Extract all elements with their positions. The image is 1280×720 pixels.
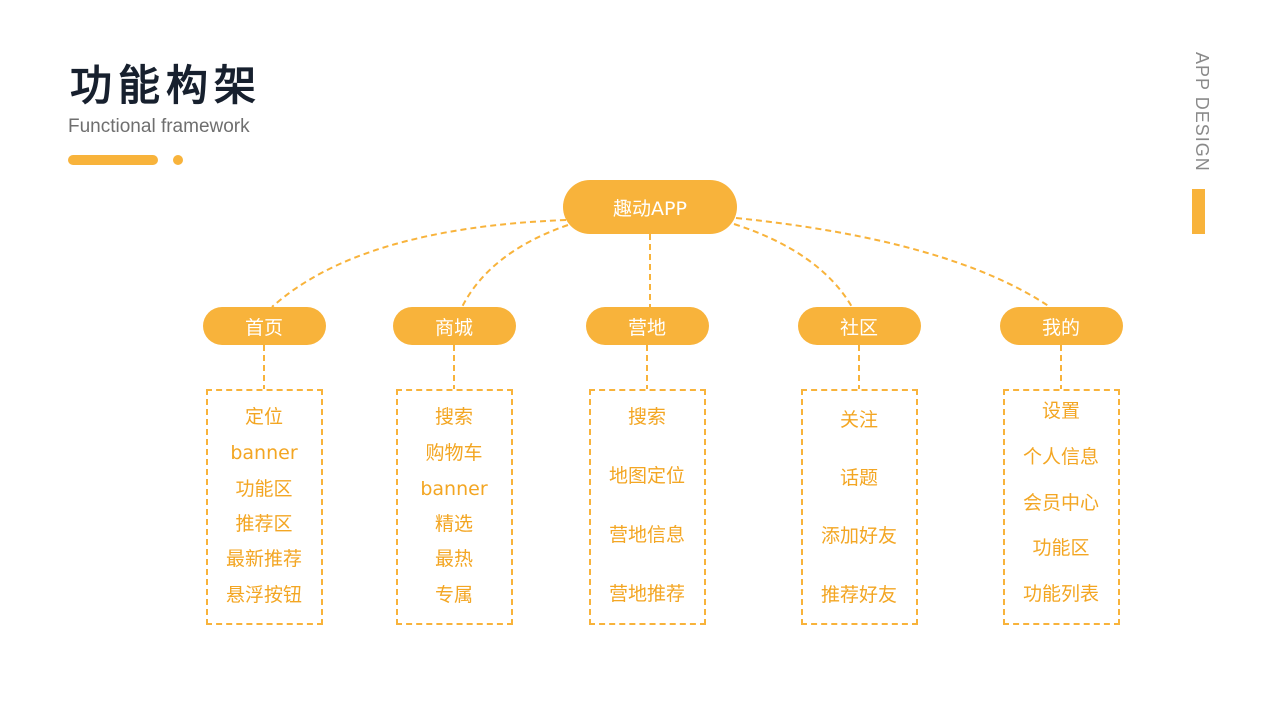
feature-item: 营地信息 xyxy=(608,524,685,546)
feature-item: 功能列表 xyxy=(1022,583,1099,605)
connector-curve xyxy=(461,224,569,308)
feature-box: 设置个人信息会员中心功能区功能列表 xyxy=(1002,389,1120,625)
category-node: 营地 xyxy=(585,307,709,345)
accent-dot xyxy=(173,155,183,165)
category-node: 我的 xyxy=(999,307,1123,345)
feature-item: 搜索 xyxy=(627,406,666,428)
category-node: 社区 xyxy=(797,307,921,345)
feature-box: 搜索地图定位营地信息营地推荐 xyxy=(588,389,706,625)
feature-item: 营地推荐 xyxy=(608,583,685,605)
connector-curve xyxy=(271,219,567,308)
feature-item: 会员中心 xyxy=(1022,492,1099,514)
feature-item: 专属 xyxy=(434,584,473,606)
feature-item: 购物车 xyxy=(425,442,483,464)
feature-item: 推荐好友 xyxy=(820,584,897,606)
feature-item: 搜索 xyxy=(434,406,473,428)
feature-item: 定位 xyxy=(244,406,283,428)
connector-curve xyxy=(733,223,853,308)
feature-item: 最热 xyxy=(434,548,473,570)
feature-item: 设置 xyxy=(1041,400,1080,422)
category-node: 商城 xyxy=(392,307,516,345)
side-accent-bar xyxy=(1192,189,1205,234)
feature-item: 功能区 xyxy=(1032,537,1090,559)
feature-item: banner xyxy=(420,478,488,500)
feature-item: 最新推荐 xyxy=(225,548,302,570)
root-node: 趣动APP xyxy=(563,180,737,234)
page-subtitle: Functional framework xyxy=(68,116,250,137)
feature-box: 搜索购物车 banner 精选最热专属 xyxy=(395,389,513,625)
connector-curve xyxy=(735,217,1051,308)
feature-box: 定位 banner 功能区推荐区最新推荐悬浮按钮 xyxy=(205,389,323,625)
category-node: 首页 xyxy=(202,307,326,345)
feature-item: 功能区 xyxy=(235,478,293,500)
feature-item: 推荐区 xyxy=(235,513,293,535)
feature-item: banner xyxy=(230,442,298,464)
feature-item: 话题 xyxy=(839,467,878,489)
feature-item: 精选 xyxy=(434,513,473,535)
page-title: 功能构架 xyxy=(70,61,263,110)
feature-item: 关注 xyxy=(839,409,878,431)
feature-box: 关注话题添加好友推荐好友 xyxy=(800,389,918,625)
feature-item: 地图定位 xyxy=(608,465,685,487)
feature-item: 个人信息 xyxy=(1022,446,1099,468)
feature-item: 添加好友 xyxy=(820,525,897,547)
feature-item: 悬浮按钮 xyxy=(225,584,302,606)
accent-bar xyxy=(68,155,158,165)
side-label: APP DESIGN xyxy=(1192,52,1212,172)
